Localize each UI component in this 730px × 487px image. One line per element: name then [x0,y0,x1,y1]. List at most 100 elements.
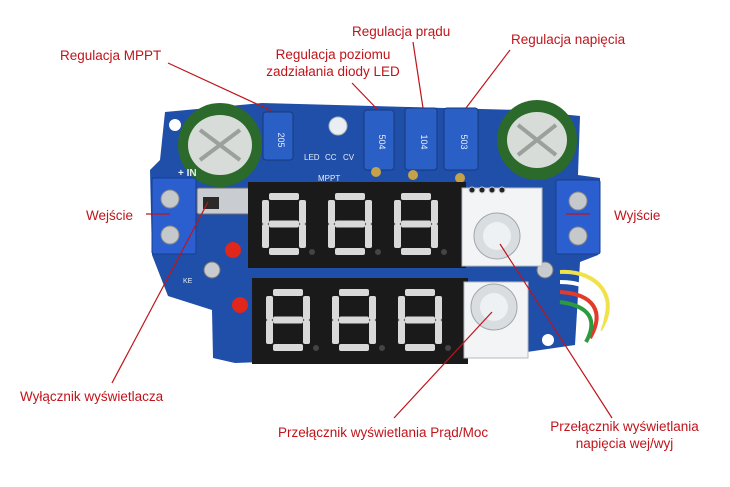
display-segment [435,296,442,320]
display-segment [299,224,306,248]
silk-led: LED [304,153,320,162]
display-segment [332,296,339,320]
display-segment [398,296,405,320]
mount-hole [542,334,554,346]
label-current-power-switch: Przełącznik wyświetlania Prąd/Moc [278,425,489,440]
label-current: Regulacja prądu [352,24,451,39]
display-segment [273,316,303,324]
leader-lines [111,41,613,419]
mount-hole [169,311,187,329]
label-led-level-line1: Regulacja poziomu [275,47,391,62]
label-input: Wejście [86,208,134,223]
display-segment [269,220,299,228]
decimal-point [379,345,385,351]
label-voltage: Regulacja napięcia [511,32,626,47]
header-pins [468,186,506,194]
leader-voltage-io [499,243,613,419]
display-segment [303,320,310,344]
display-segment [266,296,273,320]
display-segment [335,248,365,255]
label-voltage-io-line2: napięcia wej/wyj [575,436,674,451]
display-segment [431,200,438,224]
trimmer-code: 504 [377,134,387,149]
voltage-io-button [473,212,521,260]
display-segment [369,320,376,344]
display-segment [435,320,442,344]
silk-mppt: MPPT [318,174,340,183]
silk-key: KE [183,278,193,285]
display-segment [365,224,372,248]
trimmer-code: 104 [419,134,429,149]
label-mppt: Regulacja MPPT [60,48,162,63]
label-voltage-io-switch: Przełącznik wyświetlania napięcia wej/wy… [532,418,717,452]
display-segment [262,200,269,224]
display-segment [401,193,431,200]
display-segment [431,224,438,248]
label-output: Wyjście [614,208,661,223]
label-voltage-io-line1: Przełącznik wyświetlania [550,419,699,434]
display-segment [328,200,335,224]
label-display-switch: Wyłącznik wyświetlacza [20,389,164,404]
current-power-button [470,283,518,331]
display-segment [394,200,401,224]
silk-in: + IN [178,168,197,179]
leader-voltage [465,49,511,109]
seven-segment-digits [262,193,451,351]
display-segment [335,220,365,228]
leader-mppt [167,62,273,112]
leader-led-level [351,82,379,111]
screw [455,173,465,183]
display-segment [335,193,365,200]
display-segment [303,296,310,320]
display-segment [401,248,431,255]
display-segment [273,344,303,351]
display-segment [365,200,372,224]
display-segment [405,289,435,296]
trimmer-code: 503 [459,134,469,149]
display-segment [269,248,299,255]
display-segment [339,316,369,324]
trimmer-current: 104 [404,107,438,171]
decimal-point [313,345,319,351]
display-segment [405,316,435,324]
decimal-point [375,249,381,255]
red-led [225,242,241,258]
display-segment [262,224,269,248]
display-segment [369,296,376,320]
trimmer-voltage: 503 [443,107,479,171]
decimal-point [441,249,447,255]
decimal-point [445,345,451,351]
display-segment [266,320,273,344]
leader-current-power [393,311,493,419]
display-slide-switch [196,187,253,215]
output-terminal [555,179,601,255]
trimmer-code: 205 [276,132,286,147]
screw [408,170,418,180]
trimmer-led-level: 504 [363,109,395,171]
input-capacitor [178,103,262,187]
display-segment [332,320,339,344]
display-segment [394,224,401,248]
display-segment [269,193,299,200]
leader-current [412,41,424,109]
output-capacitor [497,100,577,180]
screw [203,261,221,279]
display-segment [339,344,369,351]
trimmer-mppt: 205 [262,111,294,161]
display-segment [401,220,431,228]
leader-display-switch [111,201,209,384]
silk-cc: CC [325,153,337,162]
display-cable [559,269,610,343]
screw [371,167,381,177]
input-terminal [151,177,197,255]
red-led [232,297,248,313]
display-segment [299,200,306,224]
display-segment [339,289,369,296]
display-segment [328,224,335,248]
status-led [328,116,348,136]
display-segment [405,344,435,351]
label-led-level-line2: zadziałania diody LED [266,64,400,79]
label-led-level: Regulacja poziomu zadziałania diody LED [258,46,408,80]
